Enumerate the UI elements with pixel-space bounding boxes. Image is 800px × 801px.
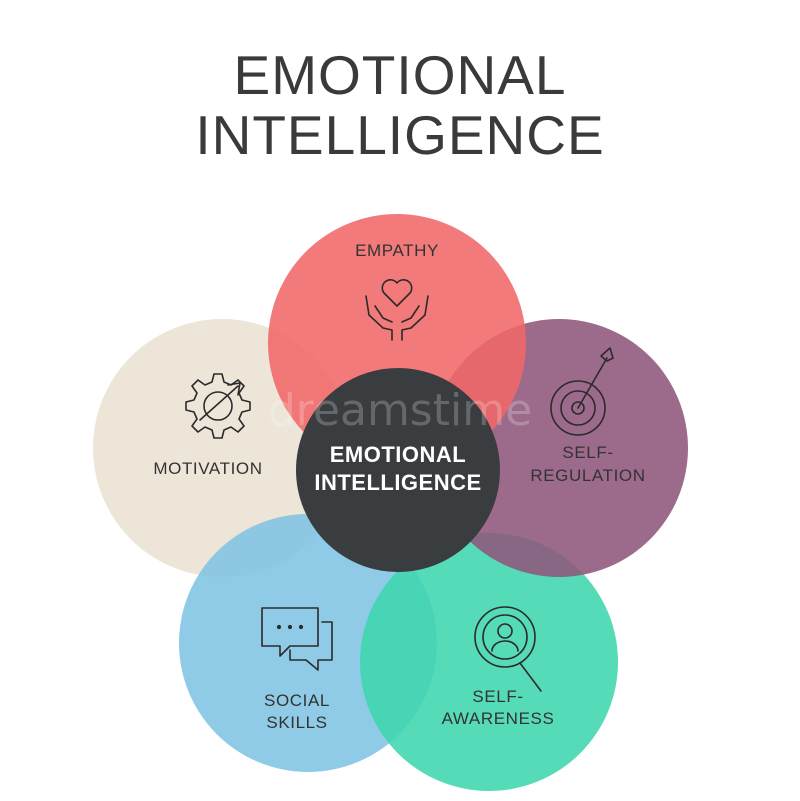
- heart-hands-icon: [365, 279, 429, 341]
- center-circle: [296, 368, 500, 572]
- social-skills-label-line-2: SKILLS: [266, 713, 327, 732]
- motivation-label: MOTIVATION: [153, 459, 262, 478]
- gear-arrow-icon: [185, 373, 251, 439]
- self-regulation-label-line-1: SELF-: [562, 443, 613, 462]
- title-line-2: INTELLIGENCE: [195, 104, 605, 166]
- watermark-text: dreamstime: [268, 385, 532, 436]
- center-label-line-2: INTELLIGENCE: [314, 470, 481, 495]
- self-regulation-label-line-2: REGULATION: [530, 466, 645, 485]
- self-awareness-label-line-2: AWARENESS: [442, 709, 555, 728]
- self-awareness-label-line-1: SELF-: [472, 687, 523, 706]
- magnifier-person-icon: [474, 606, 542, 692]
- target-arrow-icon: [550, 347, 614, 436]
- center-label-line-1: EMOTIONAL: [330, 442, 467, 467]
- chat-bubbles-icon: [261, 607, 333, 671]
- empathy-label: EMPATHY: [355, 241, 439, 260]
- title-line-1: EMOTIONAL: [233, 44, 567, 106]
- social-skills-label-line-1: SOCIAL: [264, 691, 330, 710]
